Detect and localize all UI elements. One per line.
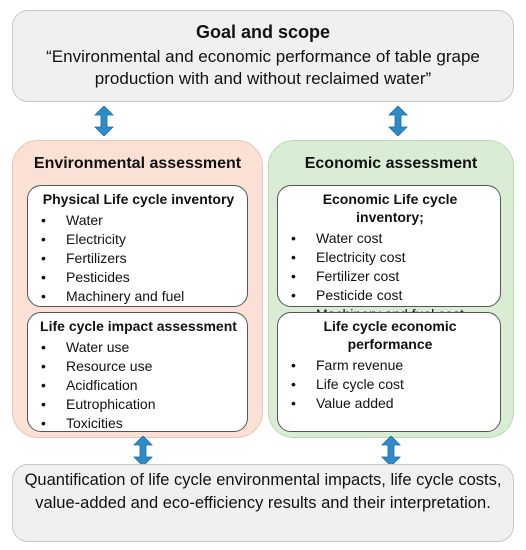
environmental-assessment-panel: Environmental assessment Physical Life c… <box>12 140 263 438</box>
economic-assessment-title: Economic assessment <box>304 155 478 172</box>
result-box: Quantification of life cycle environment… <box>12 464 514 542</box>
list-item: •Pesticide cost <box>291 287 403 303</box>
list-item: •Water use <box>41 339 130 355</box>
list-item: •Fertilizers <box>41 250 127 266</box>
list-item: •Acidfication <box>41 377 138 393</box>
economic-assessment-panel: Economic assessment Economic Life cycle … <box>268 140 514 438</box>
goal-scope-box: Goal and scope “Environmental and econom… <box>12 10 514 102</box>
list-item: •Water <box>41 212 103 228</box>
physical-inventory-list: •Water •Electricity •Fertilizers •Pestic… <box>38 211 239 306</box>
list-item: •Eutrophication <box>41 396 156 412</box>
environmental-assessment-title: Environmental assessment <box>33 155 242 172</box>
economic-performance-title: Life cycle economic performance <box>323 318 457 352</box>
double-arrow-icon <box>381 436 401 466</box>
list-item: •Pesticides <box>41 269 130 285</box>
list-item: •Toxicities <box>41 415 123 431</box>
list-item: •Value added <box>291 395 394 411</box>
economic-inventory-box: Economic Life cycle inventory; •Water co… <box>277 185 501 322</box>
impact-assessment-box: Life cycle impact assessment •Water use … <box>27 312 248 432</box>
list-item: •Water cost <box>291 230 383 246</box>
economic-inventory-title: Economic Life cycle inventory; <box>322 191 458 225</box>
list-item: •Resource use <box>41 358 153 374</box>
economic-performance-box: Life cycle economic performance •Farm re… <box>277 312 501 432</box>
double-arrow-icon <box>388 106 408 136</box>
list-item: •Electricity <box>41 231 126 247</box>
physical-inventory-title: Physical Life cycle inventory <box>42 191 235 207</box>
physical-inventory-box: Physical Life cycle inventory •Water •El… <box>27 185 248 307</box>
list-item: •Fertilizer cost <box>291 268 400 284</box>
list-item: •Machinery and fuel <box>41 288 185 304</box>
result-text: Quantification of life cycle environment… <box>24 471 502 512</box>
impact-assessment-title: Life cycle impact assessment <box>40 318 237 334</box>
list-item: •Farm revenue <box>291 357 404 373</box>
goal-subtitle: “Environmental and economic performance … <box>46 47 480 88</box>
list-item: •Electricity cost <box>291 249 406 265</box>
economic-performance-list: •Farm revenue •Life cycle cost •Value ad… <box>288 356 492 413</box>
economic-inventory-list: •Water cost •Electricity cost •Fertilize… <box>288 229 492 324</box>
list-item: •Life cycle cost <box>291 376 404 392</box>
double-arrow-icon <box>133 436 153 466</box>
impact-assessment-list: •Water use •Resource use •Acidfication •… <box>38 338 239 433</box>
goal-title: Goal and scope <box>195 22 331 42</box>
double-arrow-icon <box>94 106 114 136</box>
